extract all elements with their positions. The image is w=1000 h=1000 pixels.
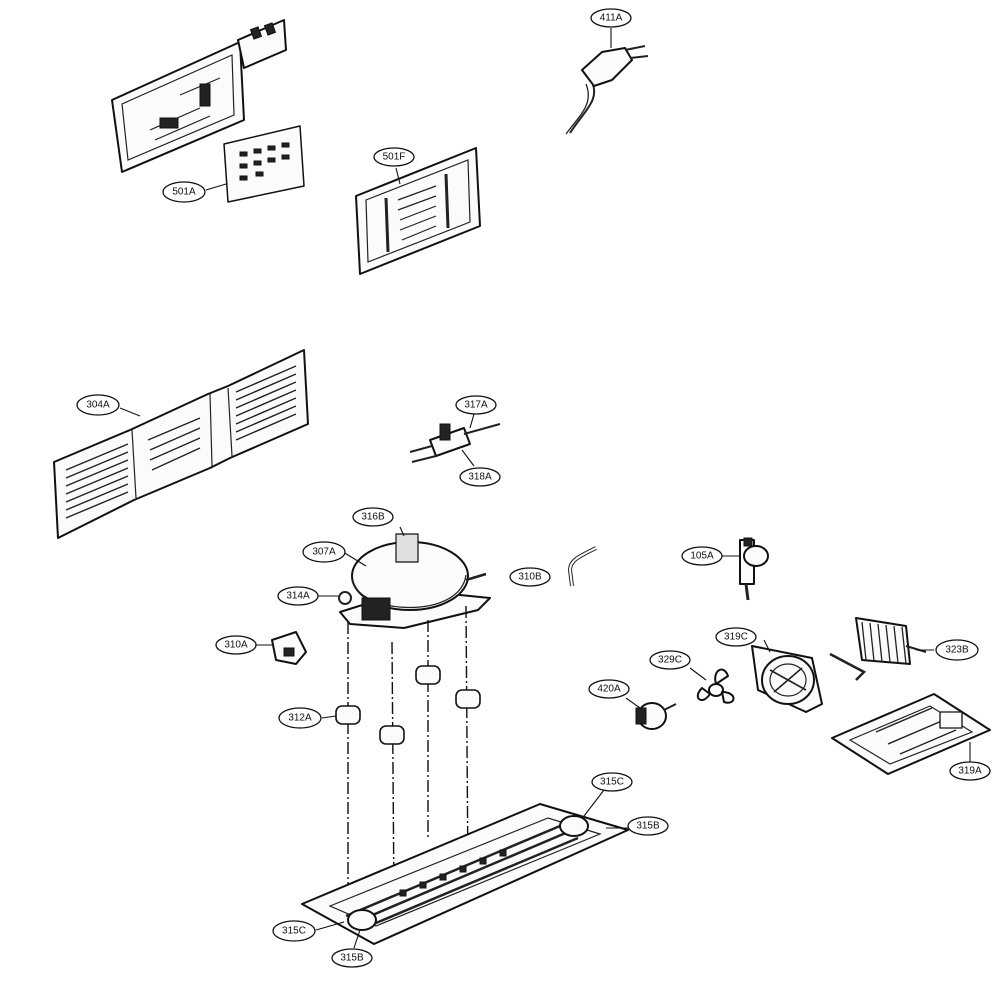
callout-319C: 319C bbox=[715, 627, 757, 647]
callout-label: 315B bbox=[636, 821, 660, 832]
callout-label: 420A bbox=[597, 684, 621, 695]
fan-icon bbox=[751, 639, 823, 713]
callout-307A: 307A bbox=[302, 541, 346, 563]
callout-label: 312A bbox=[288, 713, 312, 724]
coil-icon bbox=[829, 617, 934, 681]
callout-label: 318A bbox=[468, 472, 492, 483]
drain-valve-icon bbox=[409, 413, 501, 467]
callout-label: 304A bbox=[86, 400, 110, 411]
callout-317A: 317A bbox=[455, 395, 497, 415]
power-cord-plug-icon bbox=[565, 28, 649, 135]
callout-label: 501F bbox=[383, 152, 406, 163]
callout-329C: 329C bbox=[649, 650, 691, 670]
callout-501A: 501A bbox=[162, 181, 206, 203]
callout-label: 501A bbox=[172, 187, 196, 198]
callout-314A: 314A bbox=[277, 586, 319, 606]
callout-501F: 501F bbox=[373, 147, 415, 167]
callout-316B: 316B bbox=[352, 507, 394, 527]
callout-label: 315B bbox=[340, 953, 364, 964]
callout-label: 317A bbox=[464, 400, 488, 411]
thermostat-sensor-icon bbox=[722, 537, 769, 601]
callout-310B: 310B bbox=[509, 567, 551, 587]
callout-label: 323B bbox=[945, 645, 969, 656]
callout-323B: 323B bbox=[935, 639, 979, 661]
callout-315B-left: 315B bbox=[331, 948, 373, 968]
callout-label: 307A bbox=[312, 547, 336, 558]
fan-blade-icon bbox=[689, 667, 735, 704]
callout-label: 310B bbox=[518, 572, 542, 583]
callout-label: 315C bbox=[282, 926, 306, 937]
callout-label: 319C bbox=[724, 632, 748, 643]
base-plate-icon bbox=[301, 789, 629, 949]
tube-elbow-icon bbox=[567, 546, 597, 587]
callout-105A: 105A bbox=[681, 546, 723, 566]
fan-motor-icon bbox=[625, 697, 677, 730]
relay-overload-icon bbox=[254, 631, 307, 665]
callout-label: 316B bbox=[361, 512, 385, 523]
callout-411A: 411A bbox=[590, 8, 632, 28]
condenser-tray-icon bbox=[831, 693, 991, 775]
compressor-icon bbox=[316, 526, 491, 629]
callout-312A: 312A bbox=[278, 707, 322, 729]
callout-label: 315C bbox=[600, 777, 624, 788]
control-board-housing-icon bbox=[111, 19, 305, 203]
callout-310A: 310A bbox=[215, 635, 257, 655]
board-cover-plate-icon bbox=[355, 147, 481, 275]
callout-315C-right: 315C bbox=[591, 772, 633, 792]
rear-access-panel-icon bbox=[53, 349, 309, 539]
callout-label: 329C bbox=[658, 655, 682, 666]
callout-label: 310A bbox=[224, 640, 248, 651]
callout-label: 105A bbox=[690, 551, 714, 562]
callout-420A: 420A bbox=[588, 679, 630, 699]
callout-319A: 319A bbox=[949, 761, 991, 781]
callout-304A: 304A bbox=[76, 394, 120, 416]
callout-label: 314A bbox=[286, 591, 310, 602]
callout-315B-right: 315B bbox=[627, 816, 669, 836]
callout-label: 411A bbox=[600, 13, 623, 24]
callout-318A: 318A bbox=[459, 467, 501, 487]
callout-label: 319A bbox=[958, 766, 982, 777]
callout-315C-left: 315C bbox=[272, 920, 316, 942]
